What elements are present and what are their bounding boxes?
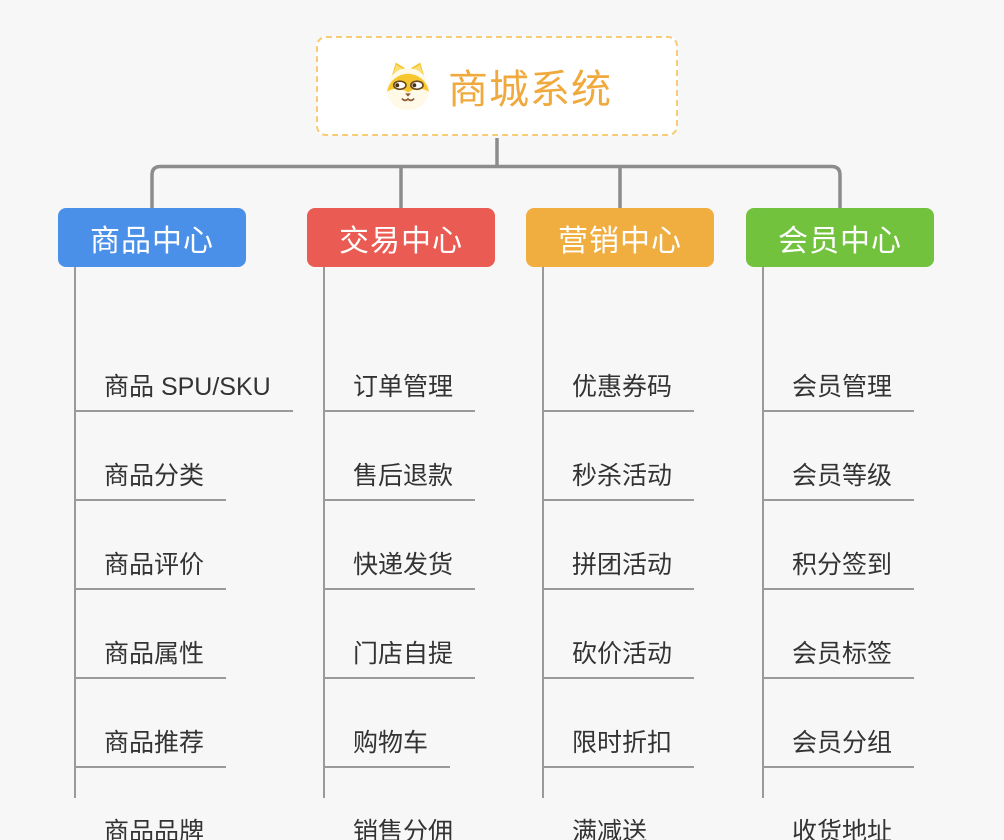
leaf-node[interactable]: 优惠券码 [544, 371, 695, 412]
branch-group-members: 会员中心 会员管理 会员等级 积分签到 会员标签 会员分组 收货地址 [746, 208, 956, 840]
leaf-node[interactable]: 拼团活动 [544, 549, 695, 590]
root-title: 商城系统 [448, 68, 612, 112]
leaf-node[interactable]: 快递发货 [325, 549, 476, 590]
leaf-node[interactable]: 售后退款 [325, 460, 476, 501]
leaf-node[interactable]: 会员管理 [764, 371, 915, 412]
branch-group-products: 商品中心 商品 SPU/SKU 商品分类 商品评价 商品属性 商品推荐 商品品牌 [58, 208, 293, 840]
leaf-node[interactable]: 秒杀活动 [544, 460, 695, 501]
leaf-node[interactable]: 商品属性 [76, 638, 227, 679]
leaf-node[interactable]: 商品分类 [76, 460, 227, 501]
branch-node-member-center[interactable]: 会员中心 [746, 208, 934, 267]
branch-children-line: 商品 SPU/SKU 商品分类 商品评价 商品属性 商品推荐 商品品牌 [74, 267, 293, 840]
leaf-node[interactable]: 砍价活动 [544, 638, 695, 679]
root-node[interactable]: 商城系统 [316, 36, 678, 136]
branch-group-trade: 交易中心 订单管理 售后退款 快递发货 门店自提 购物车 销售分佣 [307, 208, 517, 840]
leaf-node[interactable]: 会员等级 [764, 460, 915, 501]
leaf-node[interactable]: 销售分佣 [325, 816, 475, 840]
branch-children-line: 优惠券码 秒杀活动 拼团活动 砍价活动 限时折扣 满减送 [542, 267, 695, 840]
leaf-node[interactable]: 会员标签 [764, 638, 915, 679]
leaf-node[interactable]: 商品推荐 [76, 727, 227, 768]
leaf-node[interactable]: 门店自提 [325, 638, 476, 679]
leaf-node[interactable]: 购物车 [325, 727, 451, 768]
leaf-node[interactable]: 积分签到 [764, 549, 915, 590]
dog-face-icon [386, 62, 430, 111]
branch-node-trade-center[interactable]: 交易中心 [307, 208, 495, 267]
branch-node-product-center[interactable]: 商品中心 [58, 208, 246, 267]
leaf-node[interactable]: 商品评价 [76, 549, 227, 590]
leaf-node[interactable]: 商品 SPU/SKU [76, 371, 293, 412]
branch-node-marketing-center[interactable]: 营销中心 [526, 208, 714, 267]
connector-paths [150, 138, 842, 208]
leaf-node[interactable]: 满减送 [544, 816, 669, 840]
branch-children-line: 会员管理 会员等级 积分签到 会员标签 会员分组 收货地址 [762, 267, 915, 840]
leaf-node[interactable]: 商品品牌 [76, 816, 226, 840]
leaf-node[interactable]: 限时折扣 [544, 727, 695, 768]
branch-group-marketing: 营销中心 优惠券码 秒杀活动 拼团活动 砍价活动 限时折扣 满减送 [526, 208, 736, 840]
leaf-node[interactable]: 收货地址 [764, 816, 914, 840]
branch-children-line: 订单管理 售后退款 快递发货 门店自提 购物车 销售分佣 [323, 267, 476, 840]
leaf-node[interactable]: 会员分组 [764, 727, 915, 768]
leaf-node[interactable]: 订单管理 [325, 371, 476, 412]
